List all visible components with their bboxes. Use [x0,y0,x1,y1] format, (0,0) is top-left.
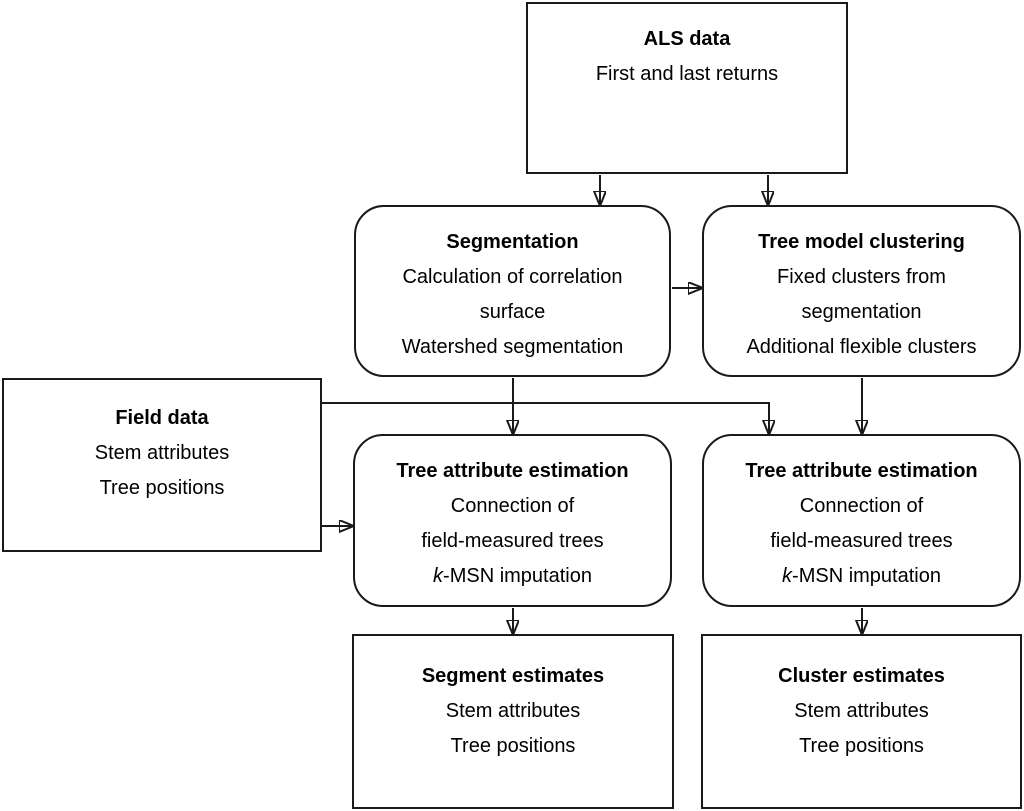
node-field-data: Field data Stem attributes Tree position… [2,378,322,552]
node-als-data: ALS data First and last returns [526,2,848,174]
node-text-line: First and last returns [595,63,779,85]
node-text-line: Watershed segmentation [401,336,624,358]
node-tree-attribute-estimation-cluster: Tree attribute estimation Connection of … [702,434,1021,607]
node-text-line: field-measured trees [421,530,604,552]
node-cluster-estimates: Cluster estimates Stem attributes Tree p… [701,634,1022,809]
node-text-line: Tree positions [799,735,924,757]
node-tree-attribute-estimation-segment: Tree attribute estimation Connection of … [353,434,672,607]
node-title: Segment estimates [421,665,605,687]
node-text-line: Connection of [799,495,924,517]
node-segmentation: Segmentation Calculation of correlation … [354,205,671,377]
node-text-line: surface [479,301,546,323]
arrow-field-data-to-tree-attribute-estimation-right [322,402,769,433]
node-text-line: Stem attributes [794,700,929,722]
node-title: Tree attribute estimation [396,460,629,482]
node-text-segment: -MSN imputation [792,565,941,587]
node-text-line: Tree positions [99,477,225,499]
node-title: Cluster estimates [778,665,945,687]
node-text-line: Fixed clusters from [777,266,946,288]
node-segment-estimates: Segment estimates Stem attributes Tree p… [352,634,674,809]
node-title: Tree model clustering [758,231,965,253]
node-text-line: Connection of [450,495,575,517]
node-text-line: Calculation of correlation [402,266,623,288]
node-title: ALS data [643,28,731,50]
node-text-line: Additional flexible clusters [746,336,977,358]
node-text-line: k-MSN imputation [704,559,1019,594]
node-text-line: field-measured trees [770,530,953,552]
node-title: Field data [115,407,209,429]
node-text-line: segmentation [801,301,922,323]
node-text-line: Stem attributes [445,700,581,722]
italic-k: k [782,565,793,587]
node-title: Tree attribute estimation [745,460,978,482]
node-text-line: Stem attributes [94,442,230,464]
node-text-line: Tree positions [450,735,576,757]
node-title: Segmentation [446,231,579,253]
italic-k: k [433,565,444,587]
node-text-segment: -MSN imputation [443,565,592,587]
node-tree-model-clustering: Tree model clustering Fixed clusters fro… [702,205,1021,377]
node-text-line: k-MSN imputation [355,559,670,594]
